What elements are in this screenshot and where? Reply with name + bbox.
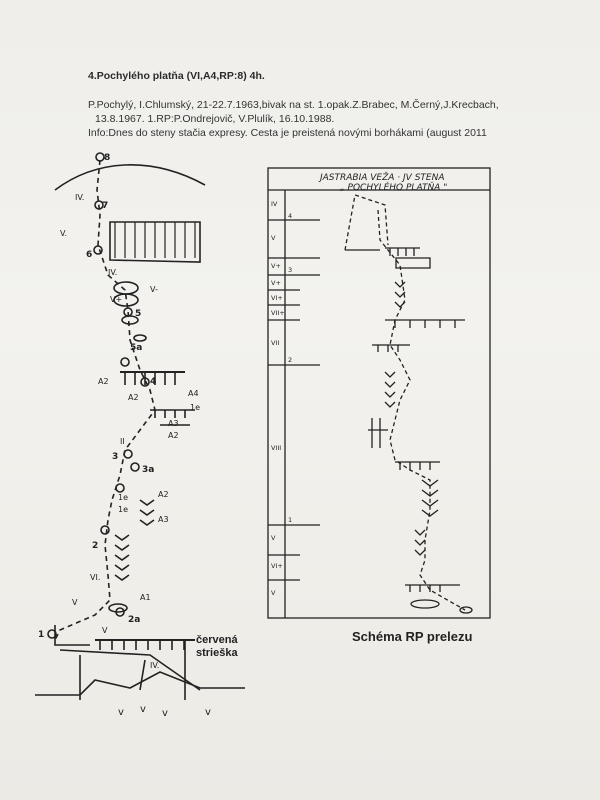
grade-label: IV. [75,193,84,202]
grade-label: IV. [150,661,159,670]
svg-text:v: v [140,704,146,715]
station-label: 6 [86,250,92,260]
schema-grade: V [271,534,276,542]
grade-label: A3 [168,419,179,428]
station-label: 8 [104,153,110,163]
info-line-1: P.Pochylý, I.Chlumský, 21-22.7.1963,biva… [88,99,499,111]
grade-label: IV. [108,268,117,277]
schema-grade: VI+ [271,562,283,570]
schema-grade: VIII [271,444,281,452]
schema-grade: V [271,234,276,242]
schema-grade: V+ [271,279,281,287]
grade-label: A2 [98,377,109,386]
grade-label: V. [60,229,67,238]
schema-grade: IV [271,200,278,208]
grade-label: VI. [90,573,100,582]
grade-label: A2 [128,393,139,402]
schema-grade: VII [271,339,279,347]
grade-label: V+ [110,295,122,304]
label-cervena: červená [196,634,238,646]
grade-label: V [72,598,78,607]
station-label: 7 [102,201,108,211]
route-title: 4.Pochylého platňa (VI,A4,RP:8) 4h. [88,70,265,82]
schema-grade: V [271,589,276,597]
info-line-2: 13.8.1967. 1.RP:P.Ondrejovič, V.Plulík, … [95,113,335,125]
info-line-3: Info:Dnes do steny stačia expresy. Cesta… [88,127,487,139]
grade-label: 1e [118,505,128,514]
schema-grade: VI+ [271,294,283,302]
schema-pitch: 2 [288,356,292,364]
schema-pitch: 3 [288,266,292,274]
schema-grade: VII+ [271,309,285,317]
schema-pitch: 4 [288,212,292,220]
svg-text:v: v [162,708,168,719]
grade-label: V- [150,285,158,294]
schema-caption: Schéma RP prelezu [352,629,473,644]
station-label: 3a [142,465,154,475]
svg-text:v: v [118,707,124,718]
svg-text:v: v [205,707,211,718]
grade-label: 1e [190,403,200,412]
schema-grade: V+ [271,262,281,270]
station-label: 1 [38,630,44,640]
grade-label: A2 [158,490,169,499]
grade-label: A3 [158,515,169,524]
grade-label: V [102,626,108,635]
schema-frame [267,167,491,619]
label-strieska: strieška [196,647,238,659]
station-label: 3 [112,452,118,462]
grade-label: 1e [118,493,128,502]
station-label: 5a [130,343,142,353]
station-label: 4 [150,377,156,387]
schema-header-line2: „ POCHYLÉHO PLATŇA " [340,181,447,193]
grade-label: II [120,437,125,446]
station-label: 2a [128,615,140,625]
grade-label: A2 [168,431,179,440]
schema-pitch: 1 [288,516,292,524]
grade-label: A1 [140,593,151,602]
station-label: 2 [92,541,98,551]
station-label: 5 [135,309,141,319]
grade-label: A4 [188,389,199,398]
schema-header-line1: JASTRABIA VEŽA · JV STENA [318,171,444,183]
